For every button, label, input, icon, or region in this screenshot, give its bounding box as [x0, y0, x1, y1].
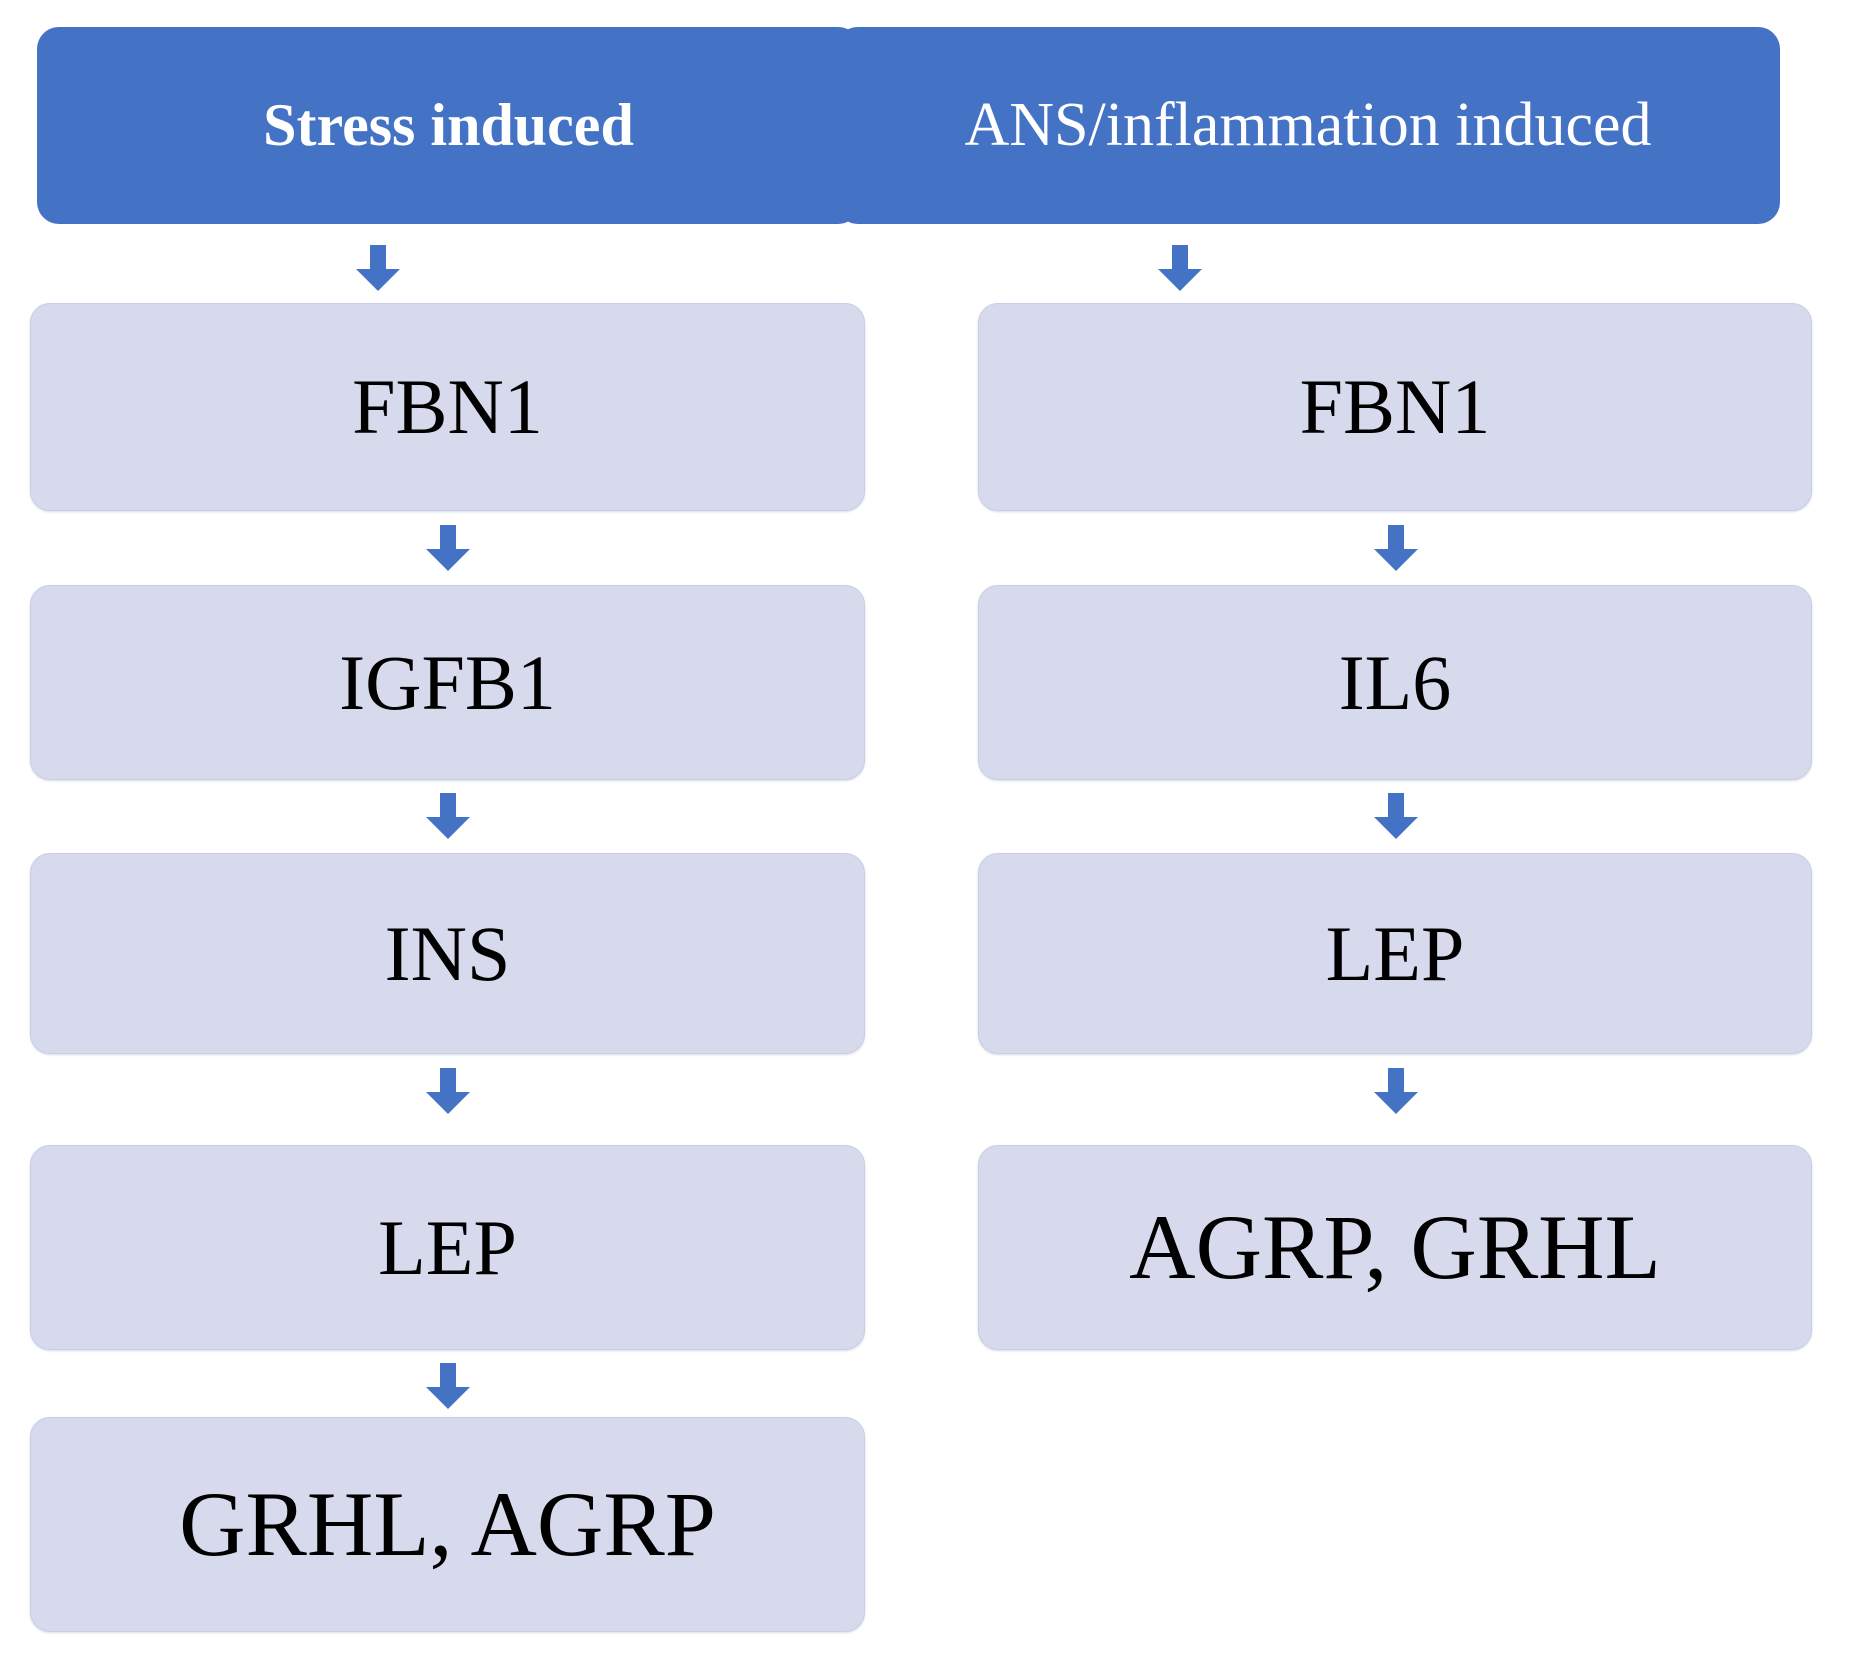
down-arrow-icon	[426, 525, 470, 571]
node-ans-agrp-grhl: AGRP, GRHL	[978, 1145, 1812, 1350]
down-arrow-icon	[426, 793, 470, 839]
down-arrow-icon	[1374, 525, 1418, 571]
node-stress-lep: LEP	[30, 1145, 865, 1350]
down-arrow-icon	[1374, 1068, 1418, 1114]
node-ans-lep: LEP	[978, 853, 1812, 1054]
down-arrow-icon	[426, 1068, 470, 1114]
down-arrow-icon	[356, 245, 400, 291]
column-header-ans-inflammation-induced: ANS/inflammation induced	[836, 27, 1780, 224]
down-arrow-icon	[426, 1363, 470, 1409]
node-stress-grhl-agrp: GRHL, AGRP	[30, 1417, 865, 1632]
node-stress-fbn1: FBN1	[30, 303, 865, 511]
node-ans-fbn1: FBN1	[978, 303, 1812, 511]
down-arrow-icon	[1158, 245, 1202, 291]
column-header-stress-induced: Stress induced	[37, 27, 860, 224]
node-stress-igfb1: IGFB1	[30, 585, 865, 780]
node-stress-ins: INS	[30, 853, 865, 1054]
node-ans-il6: IL6	[978, 585, 1812, 780]
down-arrow-icon	[1374, 793, 1418, 839]
